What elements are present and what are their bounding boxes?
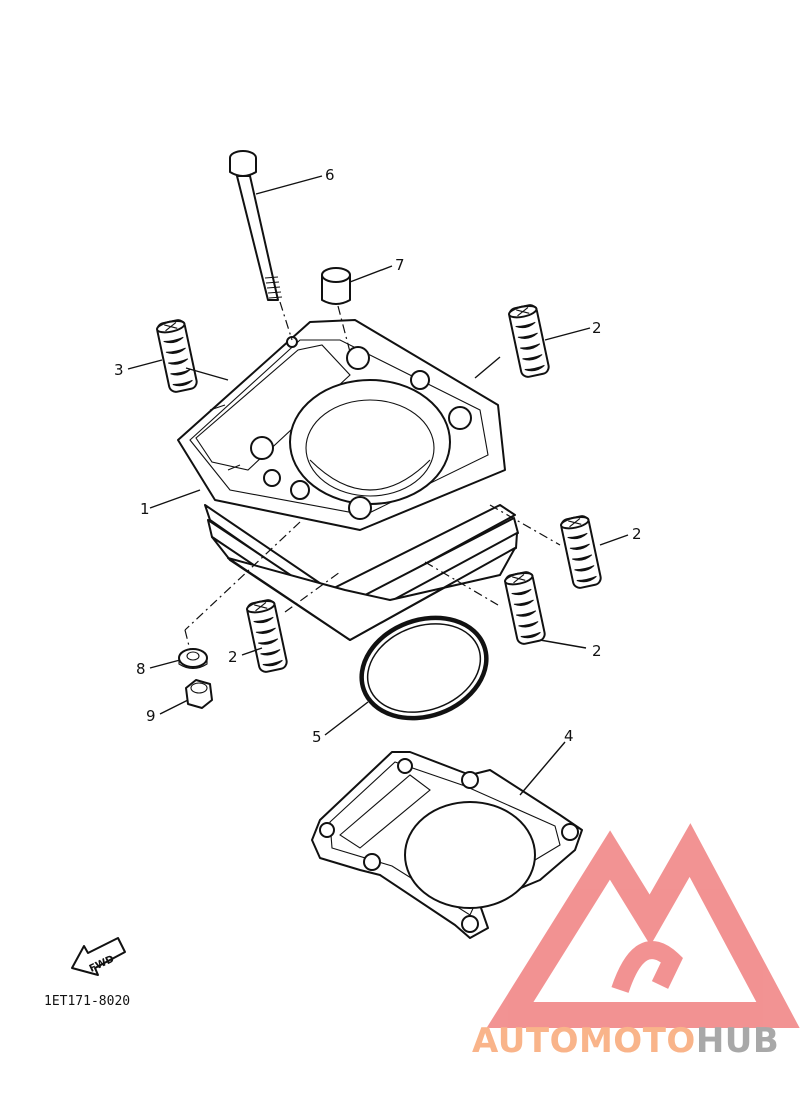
callout-4: 4 [564, 727, 574, 745]
nut-part-9 [185, 679, 213, 709]
diagram-code: 1ET171-8020 [44, 994, 130, 1009]
cylinder-block [177, 319, 519, 641]
leader-lines [127, 175, 629, 796]
callout-2-top-right: 2 [592, 319, 602, 337]
callout-2-lower-left: 2 [228, 648, 238, 666]
stud-part-2-lower-left [246, 599, 288, 673]
watermark-logo-icon [486, 823, 800, 1028]
o-ring-part-5 [359, 615, 489, 721]
stud-part-3 [156, 319, 198, 393]
callout-labels: 1 2 2 2 2 3 4 5 6 7 8 9 [114, 166, 642, 746]
watermark-text-part1: AUTOMOTO [472, 1021, 696, 1061]
base-gasket-part-4 [311, 751, 583, 939]
callout-2-right: 2 [632, 525, 642, 543]
watermark-text-part2: HUB [696, 1021, 779, 1061]
bolt-part-6 [229, 150, 293, 341]
dowel-pin-part-7 [321, 267, 351, 353]
watermark-text: AUTOMOTOHUB [472, 1021, 779, 1061]
callout-3: 3 [114, 361, 124, 379]
callout-2-lower-right: 2 [592, 642, 602, 660]
washer-part-8 [178, 648, 208, 670]
callout-8: 8 [136, 660, 146, 678]
stud-part-2-right [560, 515, 602, 589]
callout-1: 1 [140, 500, 150, 518]
callout-6: 6 [325, 166, 335, 184]
forward-arrow-icon: FWD [71, 937, 126, 976]
callout-9: 9 [146, 707, 156, 725]
callout-7: 7 [395, 256, 405, 274]
stud-bolts [156, 304, 602, 673]
callout-5: 5 [312, 728, 322, 746]
stud-part-2-lower-right [504, 571, 546, 645]
stud-part-2-top-right [508, 304, 550, 378]
